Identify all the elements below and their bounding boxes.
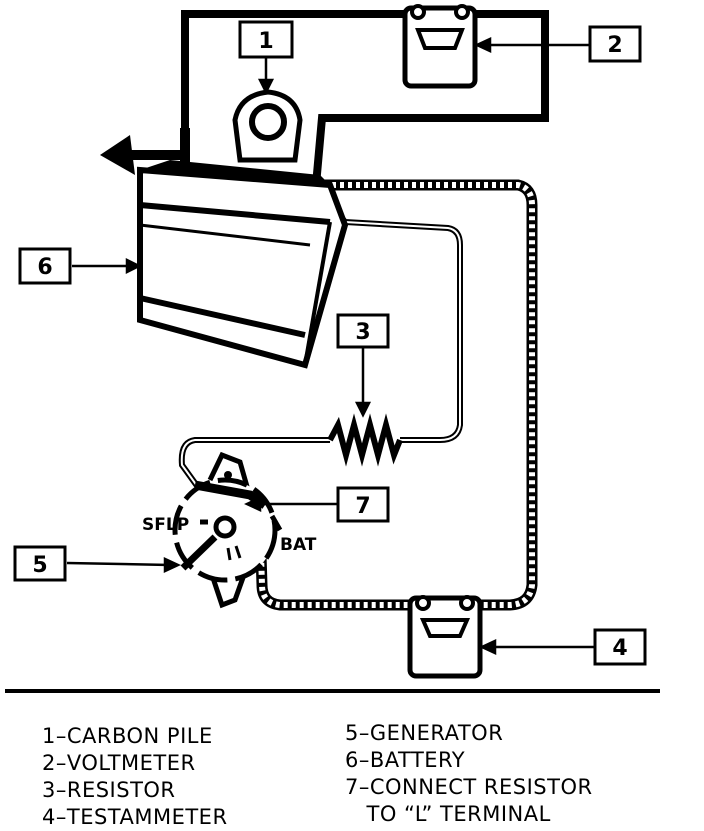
legend-right: 5–GENERATOR 6–BATTERY 7–CONNECT RESISTOR… [345,720,593,828]
voltmeter-wire [181,10,549,186]
ground-clamp [100,128,190,175]
carbon-pile [232,89,303,163]
legend-item: 6–BATTERY [345,748,466,772]
legend-item: 7–CONNECT RESISTOR [345,775,593,799]
svg-text:7: 7 [355,494,370,519]
sflp-label: SFLP [142,515,189,535]
callout-4: 4 [593,628,647,666]
legend-item: TO “L” TERMINAL [345,802,551,826]
resistor-wire [178,188,463,492]
svg-text:6: 6 [37,255,52,280]
svg-text:5: 5 [32,553,47,578]
battery [137,160,349,369]
svg-text:3: 3 [355,320,370,345]
callout-5: 5 [13,545,67,582]
callout-3: 3 [336,313,390,349]
resistor [327,413,403,467]
legend-item: 2–VOLTMETER [42,751,196,775]
legend-item: 1–CARBON PILE [42,724,213,748]
svg-text:1: 1 [258,29,273,54]
voltmeter [402,4,478,89]
legend-item: 3–RESISTOR [42,778,176,802]
testammeter [407,595,483,679]
leader-lines [66,37,595,655]
legend-left: 1–CARBON PILE 2–VOLTMETER 3–RESISTOR 4–T… [42,723,228,831]
legend-item: 4–TESTAMMETER [42,805,228,829]
callout-1: 1 [238,20,294,59]
svg-text:2: 2 [607,33,622,58]
callout-2: 2 [588,25,642,63]
bat-label: BAT [280,535,317,555]
legend-item: 5–GENERATOR [345,721,504,745]
svg-text:4: 4 [612,636,627,661]
callout-7: 7 [336,486,390,523]
callout-6: 6 [18,247,72,285]
testammeter-wire [254,179,538,611]
